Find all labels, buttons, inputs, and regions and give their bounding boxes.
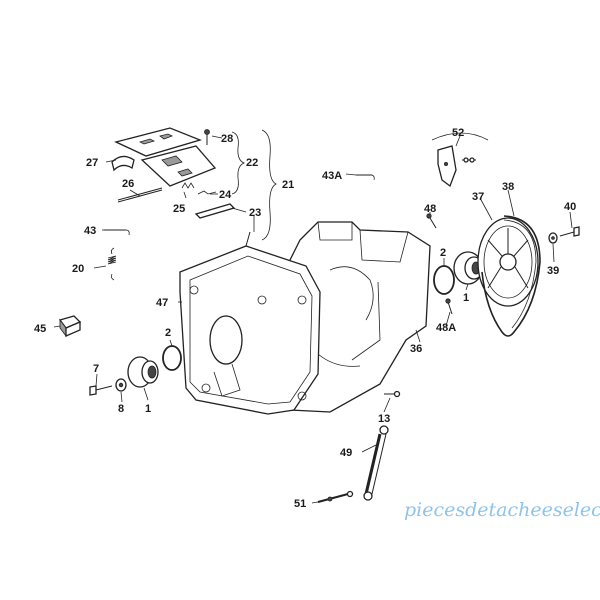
label-52: 52 [452, 127, 464, 139]
shock-absorber-49 [363, 425, 389, 501]
label-2-left: 2 [165, 327, 171, 339]
label-43: 43 [84, 225, 96, 237]
spring-20 [107, 247, 117, 281]
label-28: 28 [221, 133, 233, 145]
hook-43 [104, 229, 130, 236]
label-48: 48 [424, 203, 436, 215]
drum-pulley-37 [477, 217, 539, 307]
label-39: 39 [547, 265, 559, 277]
label-20: 20 [72, 263, 84, 275]
label-43a: 43A [322, 170, 342, 182]
label-26: 26 [122, 178, 134, 190]
washer-8 [115, 378, 127, 392]
spring-clip-24 [197, 190, 217, 195]
detergent-cover-plates [114, 127, 217, 187]
screw-28 [204, 129, 210, 145]
clip-part [111, 155, 135, 172]
label-13: 13 [378, 413, 390, 425]
rod-26 [117, 187, 163, 203]
bracket-52 [431, 132, 489, 188]
washer-39 [548, 232, 558, 244]
o-ring-2-right [433, 265, 455, 295]
front-tub-47 [179, 231, 321, 415]
label-24: 24 [219, 189, 232, 201]
block-45 [58, 315, 82, 338]
hook-43a [356, 174, 375, 181]
label-48a: 48A [436, 322, 456, 334]
label-38: 38 [502, 181, 514, 193]
label-51: 51 [294, 498, 306, 510]
bracket-23 [194, 203, 236, 219]
label-49: 49 [340, 447, 352, 459]
label-45: 45 [34, 323, 46, 335]
bolt-40 [559, 226, 580, 237]
pin-51 [317, 490, 354, 503]
label-21: 21 [282, 179, 294, 191]
label-25: 25 [173, 203, 185, 215]
leader-lines [53, 135, 573, 504]
watermark: piecesdetacheeselec.com [404, 499, 600, 521]
label-2-right: 2 [440, 247, 446, 259]
screw-48 [426, 213, 437, 229]
drive-belt-38 [481, 215, 541, 337]
label-23: 23 [249, 207, 261, 219]
brace-21 [261, 129, 277, 241]
label-27: 27 [86, 157, 98, 169]
brace-22 [231, 131, 246, 195]
o-ring-2-left [162, 345, 182, 371]
bolt-7 [89, 385, 113, 396]
label-7: 7 [93, 363, 99, 375]
bearing-housing-1-left [127, 356, 159, 388]
spring-25 [181, 182, 195, 189]
label-47: 47 [156, 297, 168, 309]
screw-48a [445, 298, 453, 315]
label-36: 36 [410, 343, 422, 355]
label-22: 22 [246, 157, 258, 169]
bolt-13 [384, 390, 401, 398]
label-40: 40 [564, 201, 576, 213]
label-8: 8 [118, 403, 124, 415]
label-1-right: 1 [463, 292, 469, 304]
label-1-left: 1 [145, 403, 151, 415]
label-37: 37 [472, 191, 484, 203]
